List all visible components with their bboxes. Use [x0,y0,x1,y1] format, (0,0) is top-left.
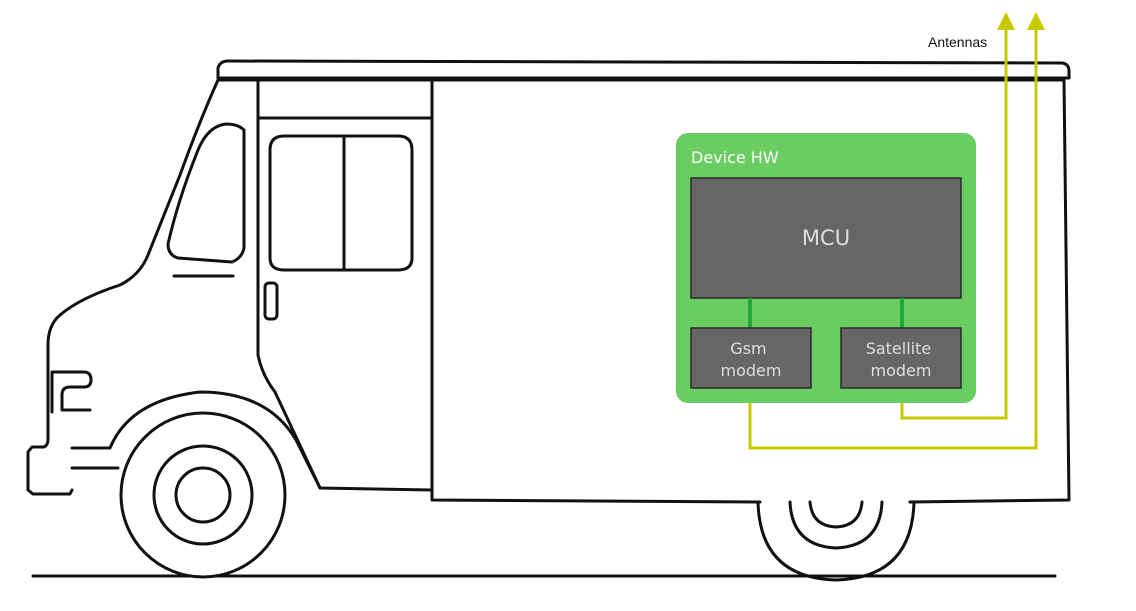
gsm-modem-label-line2: modem [721,361,782,380]
gsm-modem-label-line1: Gsm [730,339,766,358]
truck-outline [26,59,1071,582]
device-hw-block: Device HW MCU Gsm modem Satellite modem [676,133,976,403]
mcu-label: MCU [802,226,850,250]
cab-lower-edge [70,390,434,492]
truck-roof [216,59,1071,80]
antennas-label: Antennas [928,34,987,50]
satellite-antenna-wire [900,26,1008,420]
antenna-wires [748,12,1045,450]
gsm-modem-chip [690,327,812,389]
rear-wheel [756,500,916,582]
door-handle [263,281,279,321]
front-wheel [119,411,287,579]
antenna-arrow-icon [1027,12,1045,30]
truck-cab [26,78,434,496]
door-window [268,134,414,272]
truck-door [256,78,432,490]
cargo-box [430,78,1071,504]
satellite-modem-chip [840,327,962,389]
gsm-modem-label: Gsm modem [721,339,782,380]
antenna-arrow-icon [997,12,1015,30]
gsm-antenna-wire [748,26,1038,450]
mcu-chip [690,177,962,299]
windshield [166,122,246,264]
device-hw-label: Device HW [691,148,779,167]
headlight [50,370,93,412]
satellite-modem-label: Satellite modem [866,339,937,380]
satellite-modem-label-line1: Satellite [866,339,932,358]
satellite-modem-label-line2: modem [871,361,932,380]
